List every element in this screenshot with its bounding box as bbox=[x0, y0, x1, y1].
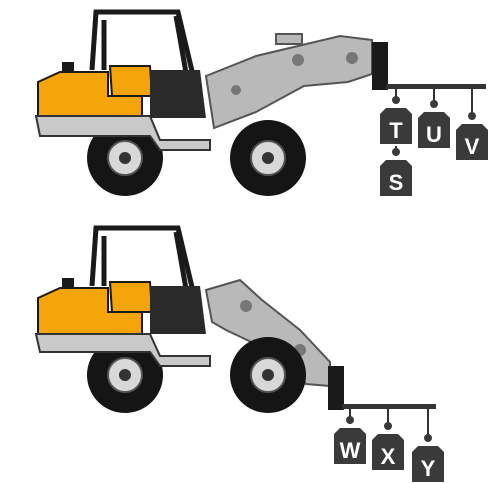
weight-label: T bbox=[389, 118, 403, 143]
weight-w: W bbox=[334, 409, 366, 464]
weight-v: V bbox=[456, 89, 488, 160]
weight-s: S bbox=[380, 146, 412, 196]
loader-bottom-attachment-plate bbox=[328, 366, 344, 410]
weight-label: S bbox=[389, 170, 404, 195]
weight-label: W bbox=[340, 438, 361, 463]
weight-label: U bbox=[426, 122, 442, 147]
weight-y: Y bbox=[412, 409, 444, 482]
weight-label: X bbox=[381, 444, 396, 469]
weight-label: V bbox=[465, 134, 480, 159]
weight-t: T bbox=[380, 89, 412, 144]
loader-bottom-fork-bar bbox=[342, 404, 436, 409]
weight-u: U bbox=[418, 89, 450, 148]
loader-top-front-wheel bbox=[230, 120, 306, 196]
loader-top-fork-bar bbox=[386, 84, 486, 89]
loader-top-attachment-plate bbox=[372, 42, 388, 90]
loader-top-boom bbox=[206, 34, 372, 128]
weight-label: Y bbox=[421, 456, 436, 481]
weight-x: X bbox=[372, 409, 404, 470]
loader-bottom-front-wheel bbox=[230, 337, 306, 413]
